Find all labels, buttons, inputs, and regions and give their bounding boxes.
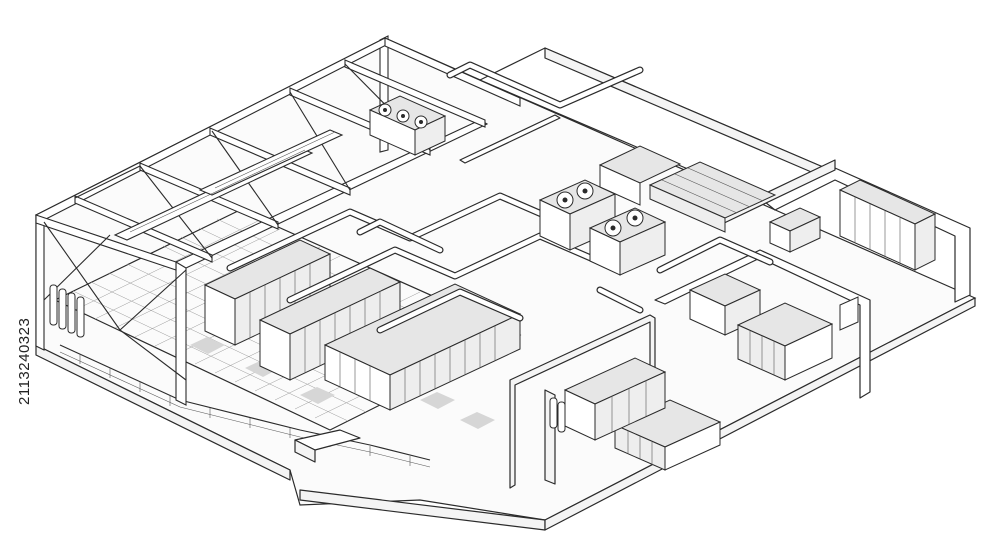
overhead-cable-trays	[113, 129, 344, 241]
rooftop-condenser-fans	[368, 95, 447, 156]
distribution-boards	[598, 145, 859, 336]
battery-racks	[613, 161, 834, 471]
switchgear-panels	[768, 179, 937, 271]
stock-image-id: 2113240323	[4, 318, 33, 458]
ductwork	[446, 61, 774, 314]
guard-railing	[59, 344, 431, 468]
fire-suppression-cylinders	[49, 284, 566, 433]
chillers	[538, 179, 667, 276]
ups-cabinets	[563, 357, 667, 441]
stock-image-id-text: 2113240323	[16, 317, 33, 405]
server-rack-aisles	[203, 239, 522, 411]
